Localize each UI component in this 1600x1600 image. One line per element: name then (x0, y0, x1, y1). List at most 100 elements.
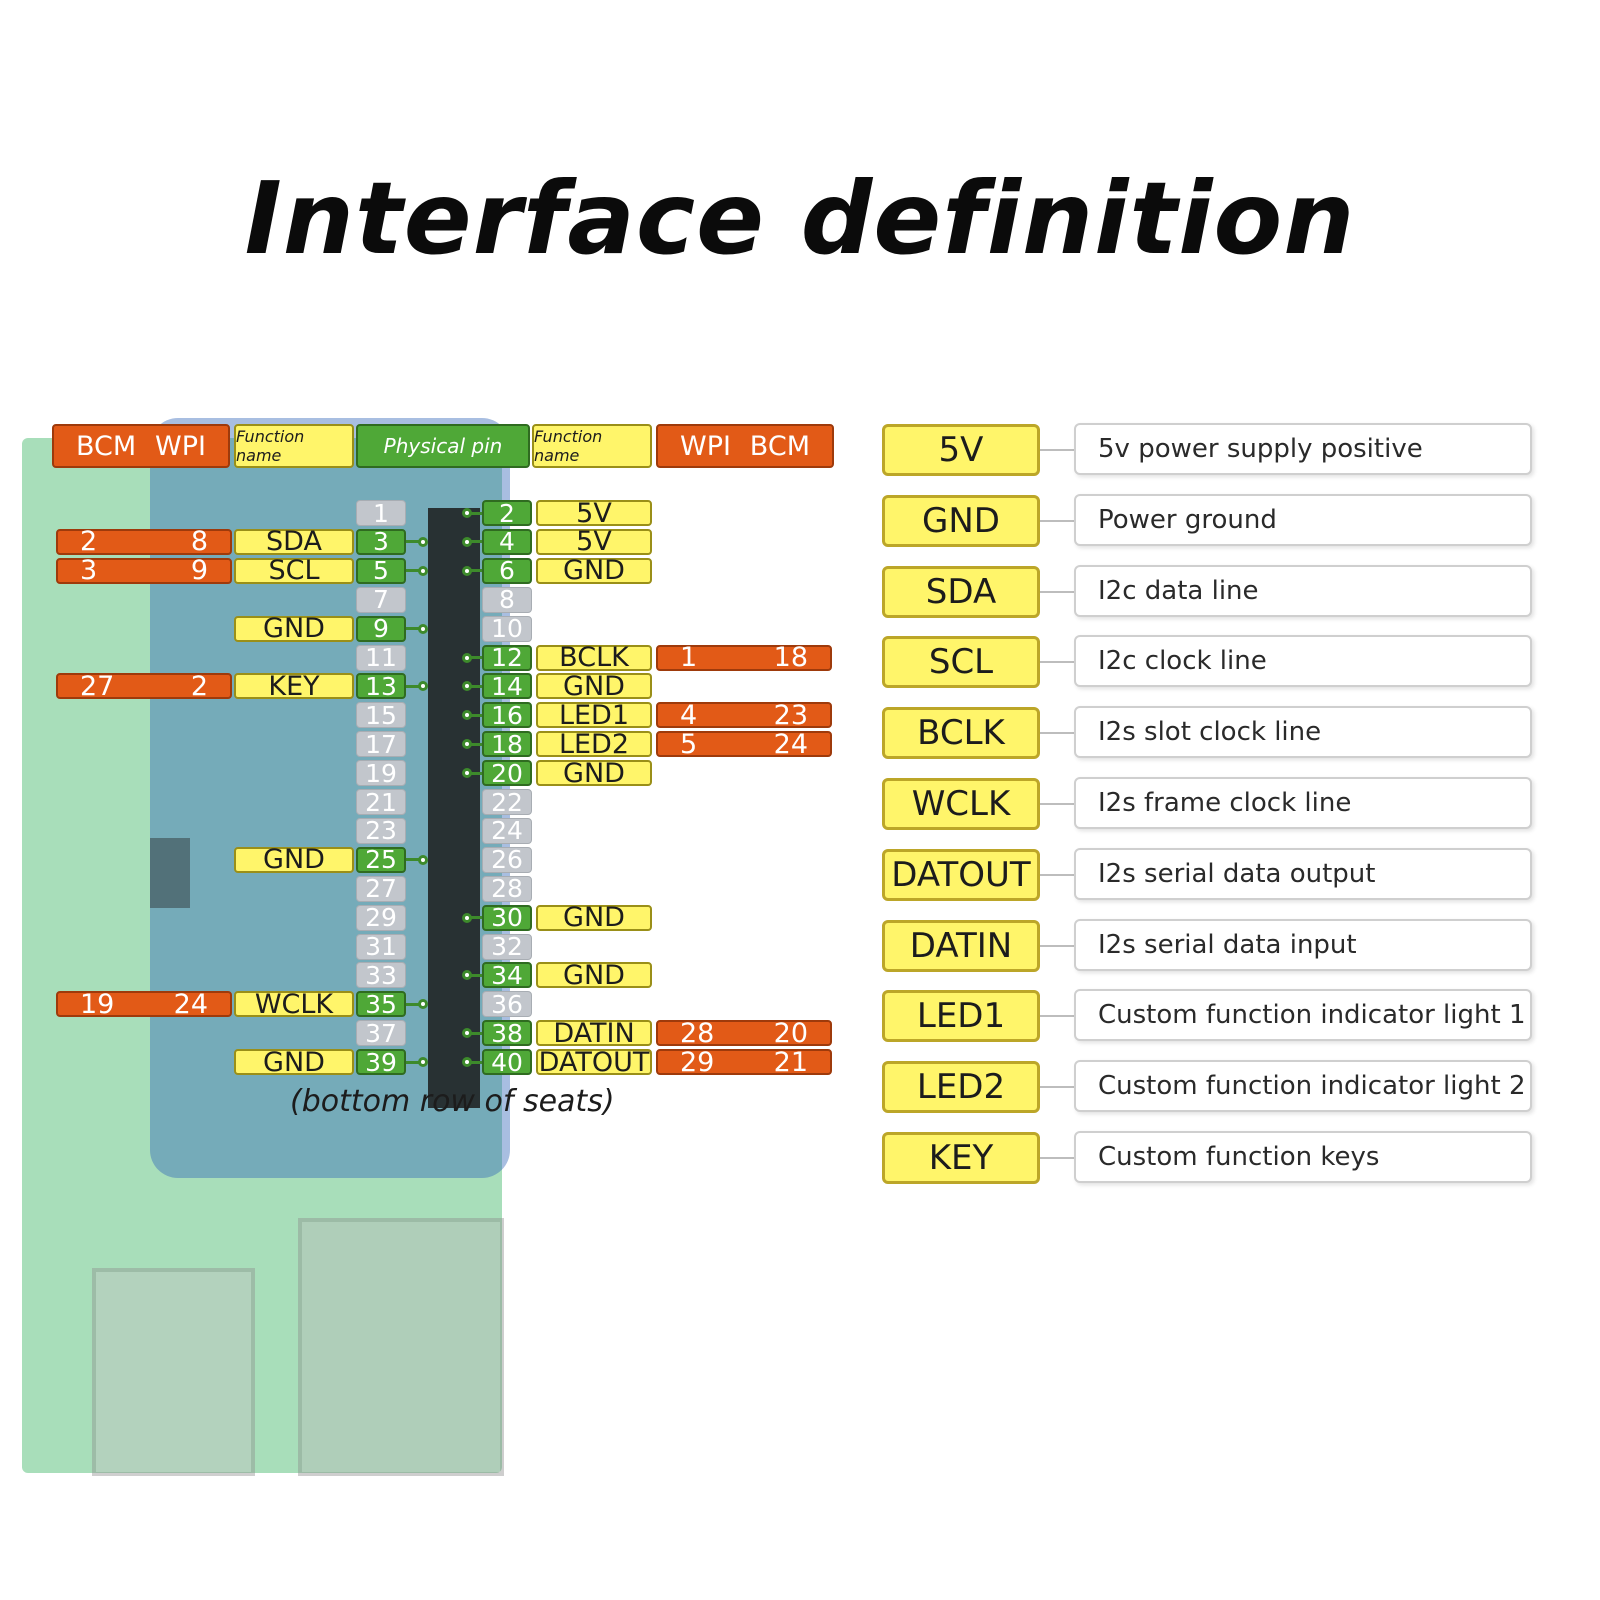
pin-40-wpi: 29 (680, 1046, 715, 1078)
header-left-bcm-wpi: BCM WPI (52, 424, 230, 468)
pin-20-connector (462, 768, 472, 779)
legend-connector (1040, 1086, 1074, 1089)
pin-24: 24 (482, 816, 532, 845)
header-physical-pin: Physical pin (356, 424, 530, 468)
pin-27: 27 (356, 874, 406, 903)
pin-34-function: GND (536, 960, 652, 991)
pin-12-function: BCLK (536, 642, 652, 673)
pin-3-bcm: 2 (80, 526, 98, 558)
legend-key-5v: 5V (882, 424, 1040, 476)
pin-4: 4 (482, 527, 532, 556)
pin-34-connector (462, 970, 472, 981)
pin-9-function: GND (234, 613, 354, 644)
legend-connector (1040, 661, 1074, 664)
pin-14: 14 (482, 672, 532, 701)
legend-connector (1040, 519, 1074, 522)
pin-16-gpio-numbers: 4 23 (656, 699, 832, 731)
bottom-row-note: (bottom row of seats) (290, 1084, 615, 1119)
pin-7: 7 (356, 585, 406, 614)
pin-32: 32 (482, 932, 532, 961)
pin-13-function: KEY (234, 671, 354, 702)
legend-connector (1040, 732, 1074, 735)
pin-35-stub (406, 1002, 420, 1006)
legend-key-sda: SDA (882, 565, 1040, 618)
header-right-wpi-bcm: WPI BCM (656, 424, 834, 468)
pin-3-stub (406, 540, 420, 544)
usb-port-image (92, 1268, 255, 1476)
pin-25-function: GND (234, 844, 354, 875)
pin-11: 11 (356, 643, 406, 672)
pin-40: 40 (482, 1048, 532, 1077)
pin-39: 39 (356, 1048, 406, 1077)
pin-38-gpio-numbers: 28 20 (656, 1017, 832, 1049)
header-left-function-name: Function name (234, 424, 354, 468)
pin-6-stub (470, 569, 482, 573)
pin-35-function: WCLK (234, 989, 354, 1020)
pin-35: 35 (356, 990, 406, 1019)
pin-23: 23 (356, 816, 406, 845)
pin-5-connector (418, 565, 428, 576)
pin-26: 26 (482, 845, 532, 874)
pin-28: 28 (482, 874, 532, 903)
pin-12-connector (462, 652, 472, 663)
pin-17: 17 (356, 730, 406, 759)
pin-1: 1 (356, 499, 406, 528)
pin-30-connector (462, 912, 472, 923)
legend-key-datout: DATOUT (882, 848, 1040, 901)
pin-5: 5 (356, 556, 406, 585)
pin-40-bcm: 21 (773, 1046, 808, 1078)
pin-34: 34 (482, 961, 532, 990)
legend-connector (1040, 590, 1074, 593)
gpio-header-image (428, 508, 480, 1108)
pin-6: 6 (482, 556, 532, 585)
pin-4-function: 5V (536, 526, 652, 557)
pin-6-function: GND (536, 555, 652, 586)
pin-38-function: DATIN (536, 1018, 652, 1049)
pin-18-bcm: 24 (773, 728, 808, 760)
pin-9-connector (418, 623, 428, 634)
pin-30-function: GND (536, 902, 652, 933)
pin-16-bcm: 23 (773, 699, 808, 731)
legend-key-led2: LED2 (882, 1061, 1040, 1114)
pin-13-bcm: 27 (80, 670, 115, 702)
pin-40-function: DATOUT (536, 1047, 652, 1078)
pin-8: 8 (482, 585, 532, 614)
pin-40-connector (462, 1057, 472, 1068)
pin-25: 25 (356, 845, 406, 874)
legend-desc-sda: I2c data line (1074, 564, 1532, 617)
pin-4-stub (470, 540, 482, 544)
pin-25-stub (406, 858, 420, 862)
pin-25-connector (418, 854, 428, 865)
pin-35-connector (418, 999, 428, 1010)
pin-6-connector (462, 565, 472, 576)
pin-39-stub (406, 1060, 420, 1064)
pin-18-wpi: 5 (680, 728, 698, 760)
pin-16-wpi: 4 (680, 699, 698, 731)
legend-key-wclk: WCLK (882, 778, 1040, 830)
pin-5-stub (406, 569, 420, 573)
pin-12-bcm: 18 (773, 642, 808, 673)
pin-19: 19 (356, 759, 406, 788)
legend-desc-bclk: I2s slot clock line (1074, 706, 1532, 759)
pin-2-connector (462, 508, 472, 518)
legend-desc-scl: I2c clock line (1074, 635, 1532, 688)
legend-key-key: KEY (882, 1132, 1040, 1184)
legend-desc-5v: 5v power supply positive (1074, 423, 1532, 475)
pin-29: 29 (356, 903, 406, 932)
pin-20: 20 (482, 759, 532, 788)
pin-38-bcm: 20 (773, 1017, 808, 1049)
header-left-wpi: WPI (155, 430, 206, 462)
pin-38-wpi: 28 (680, 1017, 715, 1049)
pin-12-stub (470, 656, 482, 659)
pin-4-connector (462, 536, 472, 547)
pin-37: 37 (356, 1019, 406, 1048)
pin-14-stub (470, 684, 482, 688)
legend-connector (1040, 944, 1074, 947)
pin-18-gpio-numbers: 5 24 (656, 728, 832, 760)
legend-desc-led1: Custom function indicator light 1 (1074, 989, 1532, 1042)
pin-20-function: GND (536, 758, 652, 789)
legend-key-led1: LED1 (882, 990, 1040, 1043)
